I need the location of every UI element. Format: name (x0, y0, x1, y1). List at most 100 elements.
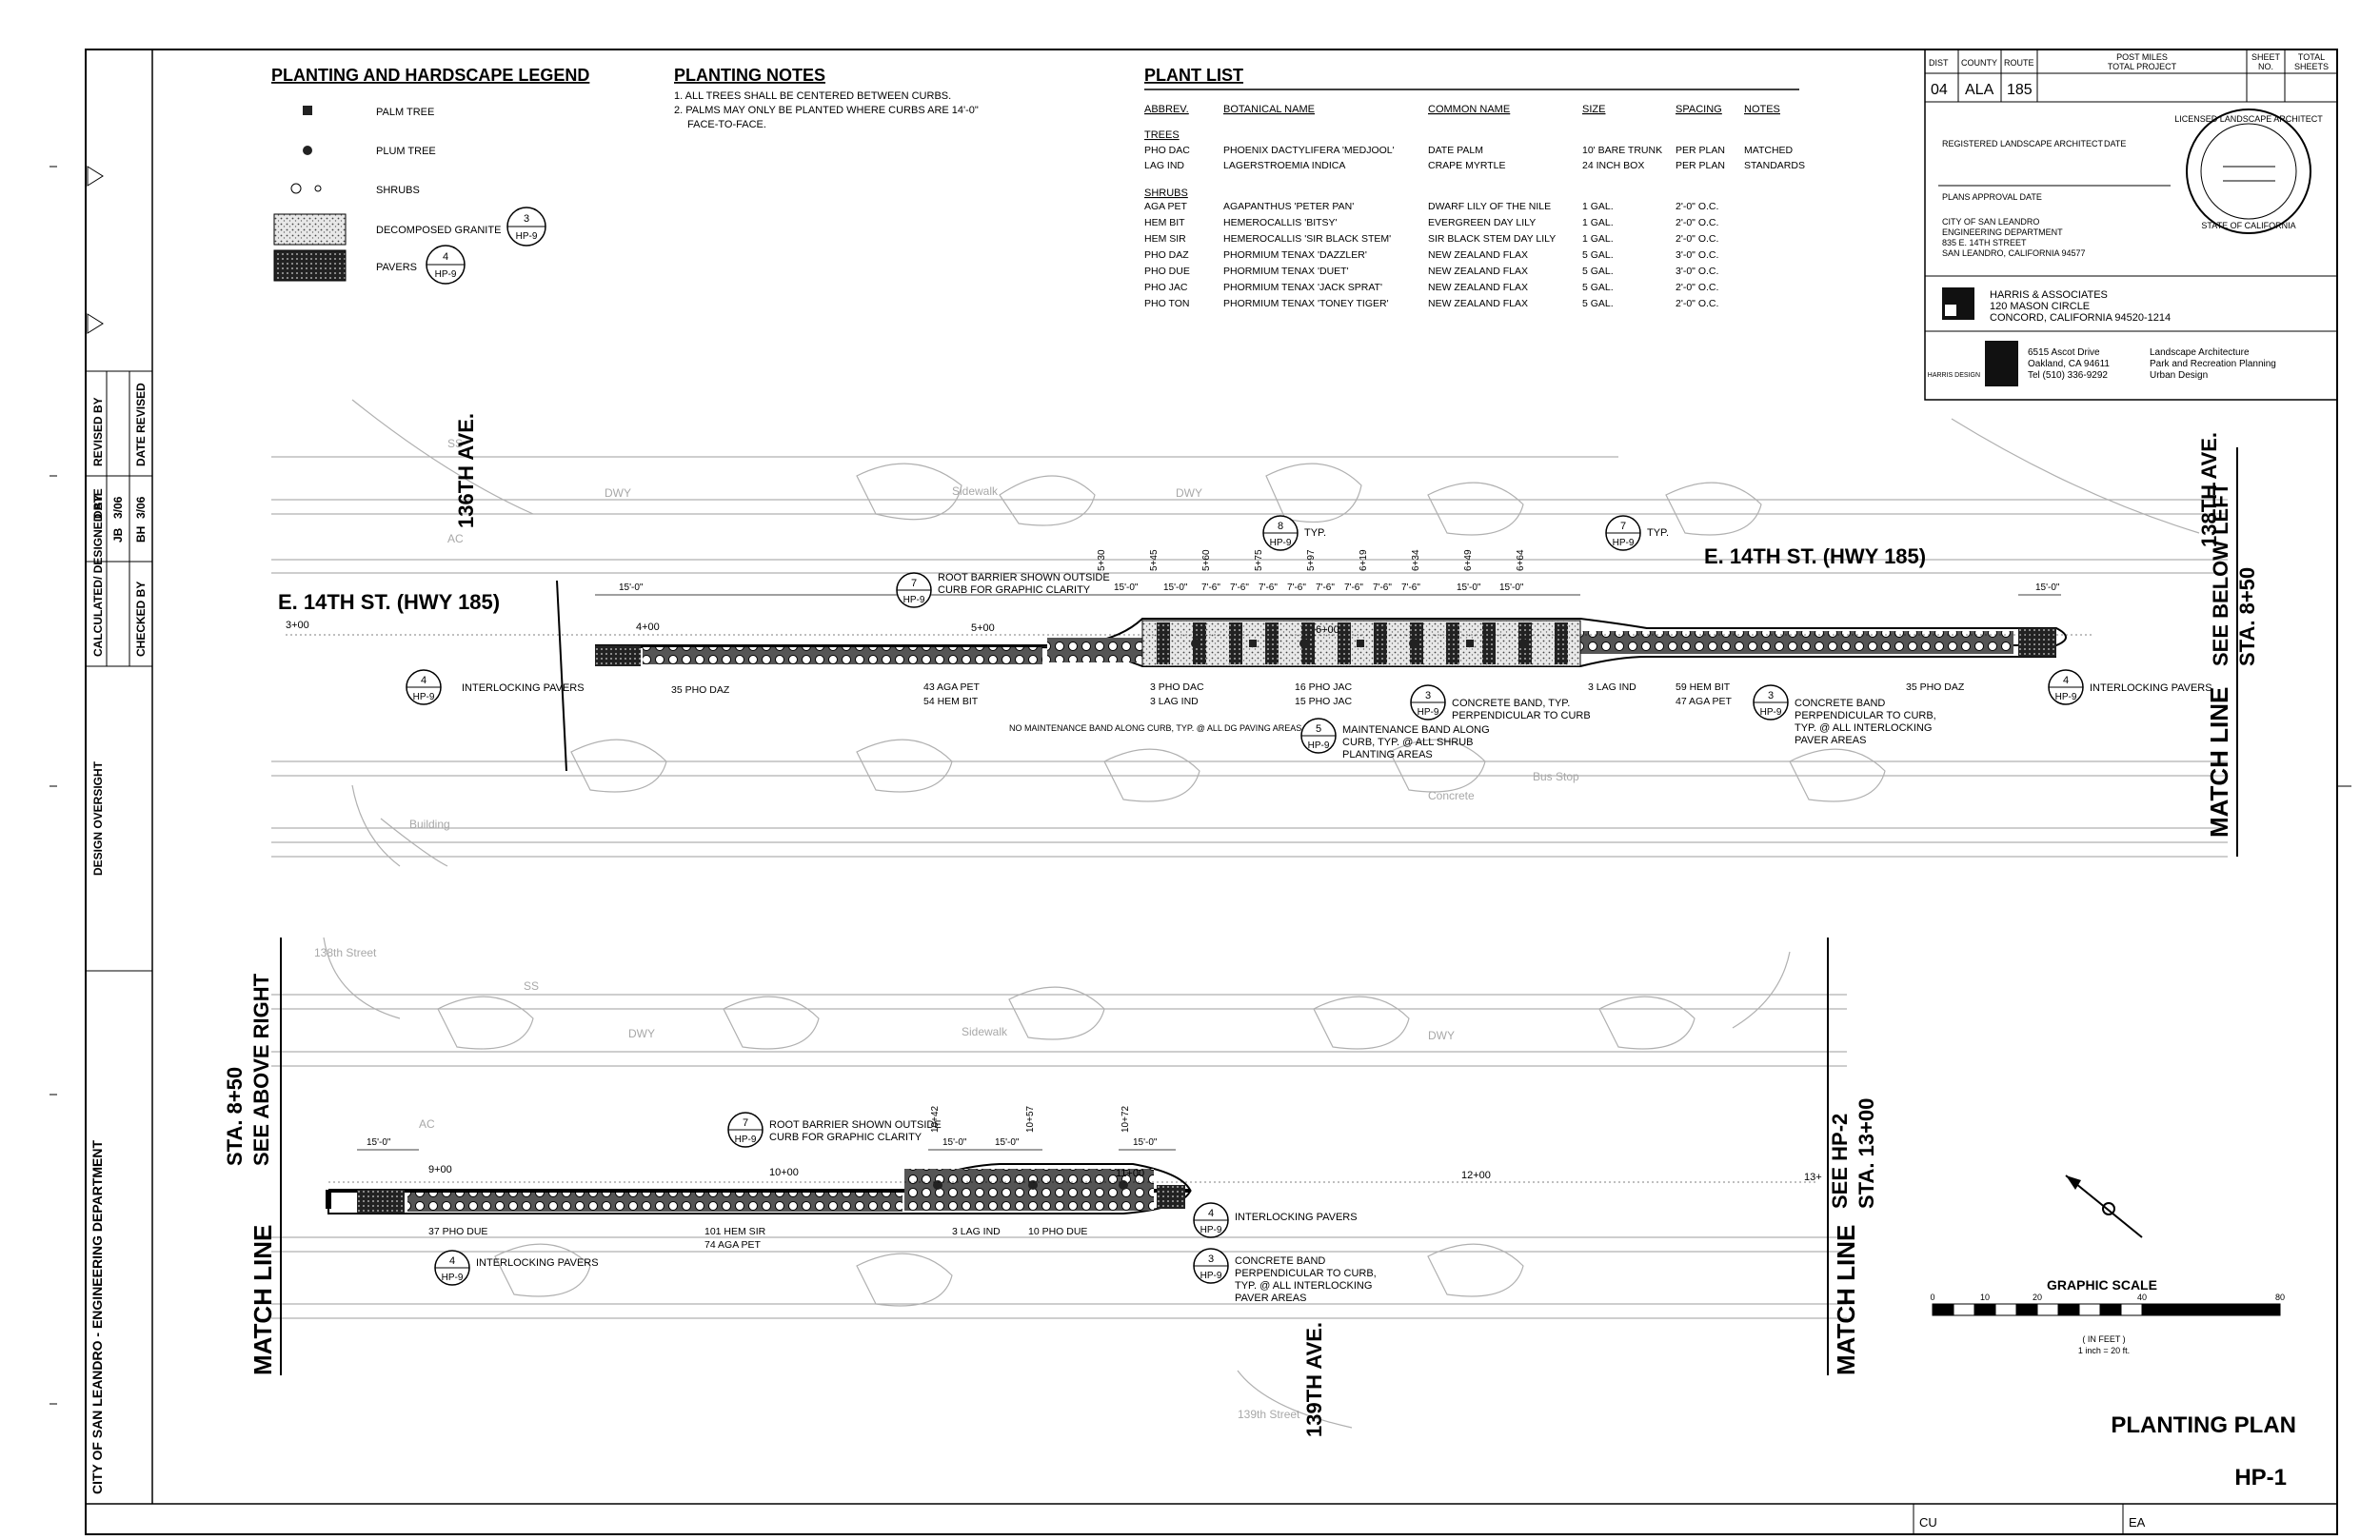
date-2: 3/06 (134, 496, 148, 519)
shrub-row-cell: HEMEROCALLIS 'SIR BLACK STEM' (1223, 233, 1391, 245)
calculated-by: CALCULATED/ DESIGNED BY (91, 495, 105, 657)
seal-top-text: LICENSED LANDSCAPE ARCHITECT (2174, 114, 2323, 124)
top-match-line: MATCH LINE (2205, 687, 2233, 838)
tb-plans-approval: PLANS APPROVAL DATE (1942, 192, 2042, 202)
top-plant-label: 43 AGA PET (923, 681, 981, 693)
ave-136th: 136TH AVE. (454, 413, 478, 528)
bot-dim: 15'-0" (942, 1137, 967, 1148)
scale-title: GRAPHIC SCALE (2047, 1277, 2157, 1293)
shrub-row-cell: 2'-0" O.C. (1676, 233, 1718, 245)
plum-tree (1191, 639, 1200, 648)
bot-callout-3: 3HP-9 (1193, 1248, 1229, 1284)
tree-station-tag: 10+57 (1025, 1105, 1036, 1133)
street-e14th-right: E. 14TH ST. (HWY 185) (1704, 544, 1926, 568)
legend-pavers: PAVERS (376, 262, 417, 273)
dg-swatch (273, 213, 347, 246)
bot-callout-0-ref: HP-9 (735, 1135, 757, 1145)
shrub-row-cell: 2'-0" O.C. (1676, 201, 1718, 212)
shrub-row-cell: AGAPANTHUS 'PETER PAN' (1223, 201, 1354, 212)
top-callout-text: TYP. (1304, 527, 1326, 539)
top-callout-0-num: 4 (421, 675, 426, 686)
shrub-row-cell: PHO JAC (1144, 282, 1188, 293)
sta-1000: 10+00 (769, 1167, 799, 1178)
pavers-swatch (273, 249, 347, 282)
tb-sheet: SHEET (2251, 52, 2281, 62)
tree-row-cell: LAGERSTROEMIA INDICA (1223, 160, 1345, 171)
tb-dist-value: 04 (1931, 82, 1948, 98)
tb-city-4: SAN LEANDRO, CALIFORNIA 94577 (1942, 248, 2086, 258)
tree-station-tag: 10+72 (1121, 1105, 1131, 1133)
plum-tree (1299, 639, 1309, 648)
department-name: CITY OF SAN LEANDRO - ENGINEERING DEPART… (89, 1139, 105, 1494)
plant-list-header: NOTES (1744, 104, 1780, 115)
sheet-number: HP-1 (2234, 1465, 2287, 1491)
shrub-row-cell: 1 GAL. (1582, 217, 1614, 228)
tree-station-tag: 6+19 (1359, 549, 1369, 571)
tree-row-cell: 24 INCH BOX (1582, 160, 1644, 171)
tree-station-tag: 6+49 (1463, 549, 1474, 571)
design-addr-2: Oakland, CA 94611 (2028, 359, 2110, 369)
tb-county: COUNTY (1961, 58, 1997, 68)
initials-jb: JB (111, 527, 125, 543)
bot-callout-2-num: 4 (449, 1255, 455, 1267)
top-callout-1-ref: HP-9 (903, 595, 925, 605)
top-dim: 7'-6" (1201, 582, 1220, 593)
top-dim: 7'-6" (1287, 582, 1306, 593)
tree-row-cell: PER PLAN (1676, 160, 1725, 171)
top-callout-1-num: 7 (911, 578, 917, 589)
tb-no: NO. (2258, 62, 2273, 71)
bot-callout-3-ref: HP-9 (1200, 1271, 1222, 1281)
scale-segment (2036, 1303, 2059, 1316)
bot-bg-label: AC (419, 1117, 435, 1131)
legend-dg: DECOMPOSED GRANITE (376, 225, 501, 236)
legend-title: PLANTING AND HARDSCAPE LEGEND (271, 66, 589, 85)
scale-segment (2141, 1303, 2281, 1316)
top-dim: 15'-0" (1163, 582, 1188, 593)
design-service-3: Urban Design (2150, 370, 2208, 381)
scale-segment (2015, 1303, 2038, 1316)
plum-tree (1028, 1180, 1038, 1190)
tb-sheets: SHEETS (2294, 62, 2329, 71)
shrub-row-cell: NEW ZEALAND FLAX (1428, 249, 1528, 261)
tb-city-2: ENGINEERING DEPARTMENT (1942, 227, 2063, 237)
tb-route-value: 185 (2007, 82, 2033, 98)
bot-callout-text: INTERLOCKING PAVERS (1235, 1212, 1358, 1223)
bot-dim: 15'-0" (1133, 1137, 1158, 1148)
tree-row-cell: PHO DAC (1144, 145, 1190, 156)
tb-county-value: ALA (1965, 82, 1994, 98)
sta-400: 4+00 (636, 622, 660, 633)
dg-callout-num: 3 (524, 213, 529, 225)
note-1: 1. ALL TREES SHALL BE CENTERED BETWEEN C… (674, 90, 951, 102)
top-dim: 15'-0" (1499, 582, 1524, 593)
scale-segment (2057, 1303, 2080, 1316)
left-strip: REVISED BY DATE REVISED DATE 3/06 3/06 J… (86, 166, 152, 1494)
concrete-band (1338, 622, 1351, 664)
top-callout-3-ref: HP-9 (1613, 538, 1635, 548)
shrubs-label: SHRUBS (1144, 188, 1188, 199)
top-callout-3: 7HP-9 (1605, 515, 1641, 551)
note-3: FACE-TO-FACE. (687, 119, 766, 130)
shrub-row-cell: SIR BLACK STEM DAY LILY (1428, 233, 1556, 245)
shrub-row-cell: 5 GAL. (1582, 249, 1614, 261)
top-callout-5-ref: HP-9 (1308, 740, 1330, 751)
bot-callout-3-num: 3 (1208, 1254, 1214, 1265)
top-dim: 15'-0" (1114, 582, 1139, 593)
title-block: DIST COUNTY ROUTE POST MILES TOTAL PROJE… (1924, 49, 2338, 401)
checked-by: CHECKED BY (134, 582, 148, 657)
seal-bottom-text: STATE OF CALIFORNIA (2201, 221, 2295, 230)
top-dim: 15'-0" (1457, 582, 1481, 593)
date-revised: DATE REVISED (134, 383, 148, 466)
planting-notes: PLANTING NOTES 1. ALL TREES SHALL BE CEN… (674, 66, 979, 130)
tree-station-tag: 5+97 (1306, 549, 1317, 571)
bot-plant-label: 3 LAG IND (952, 1226, 1001, 1237)
shrub-row-cell: PHORMIUM TENAX 'JACK SPRAT' (1223, 282, 1382, 293)
top-callout-4-ref: HP-9 (1418, 707, 1439, 718)
bot-callout-0-num: 7 (743, 1117, 748, 1129)
initials-bh: BH (134, 526, 148, 543)
shrub-row-cell: HEM BIT (1144, 217, 1185, 228)
legend-shrubs: SHRUBS (376, 185, 420, 196)
